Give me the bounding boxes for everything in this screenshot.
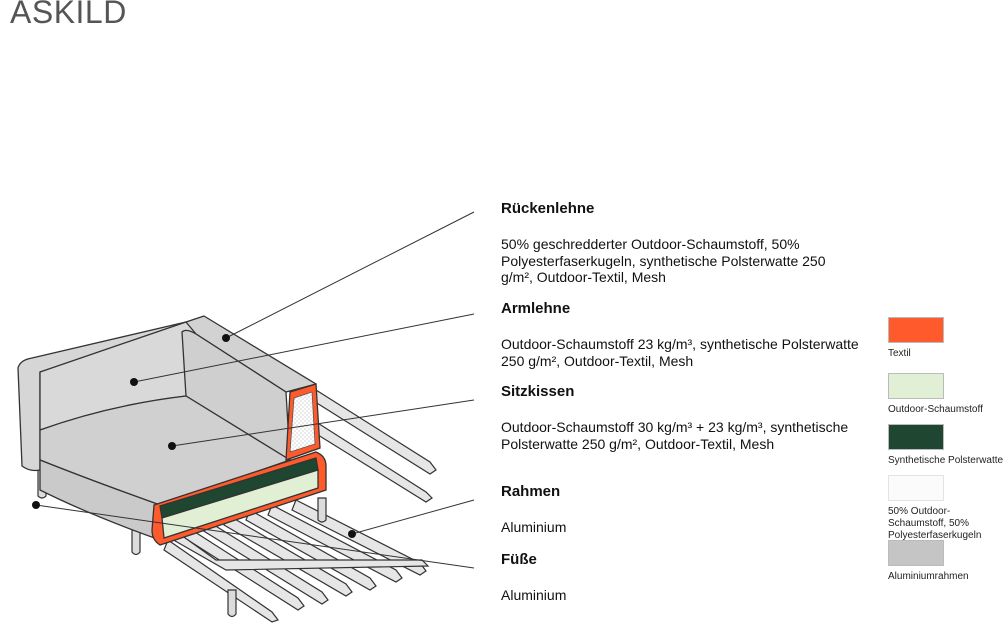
- legend-swatch: [888, 424, 944, 450]
- part-heading: Rahmen: [501, 483, 561, 500]
- legend-label: Textil: [888, 348, 911, 359]
- part-fuesse: Füße Aluminium: [501, 551, 861, 604]
- legend-swatch: [888, 540, 944, 566]
- legend-label: Synthetische Polsterwatte: [888, 455, 1004, 466]
- leader-lines: [35, 211, 475, 569]
- part-description: Outdoor-Schaumstoff 23 kg/m³, synthetisc…: [501, 336, 859, 369]
- legend-swatch: [888, 373, 944, 399]
- sofa-body: [17, 315, 317, 541]
- part-rueckenlehne: Rückenlehne 50% geschredderter Outdoor-S…: [501, 200, 861, 286]
- legend-swatch: [888, 317, 944, 343]
- part-description: Outdoor-Schaumstoff 30 kg/m³ + 23 kg/m³,…: [501, 419, 849, 452]
- part-heading: Sitzkissen: [501, 383, 575, 400]
- leader-dots: [32, 334, 356, 538]
- part-rahmen: Rahmen Aluminium: [501, 483, 861, 536]
- part-description: Aluminium: [501, 587, 567, 603]
- seat-cushion-section: [151, 451, 327, 546]
- part-heading: Rückenlehne: [501, 200, 595, 217]
- part-description: Aluminium: [501, 519, 567, 535]
- frame-slats: [155, 389, 437, 623]
- legend-item-textil: Textil: [888, 317, 1006, 360]
- part-description: 50% geschredderter Outdoor-Schaumstoff, …: [501, 236, 826, 285]
- part-sitzkissen: Sitzkissen Outdoor-Schaumstoff 30 kg/m³ …: [501, 383, 861, 452]
- part-heading: Füße: [501, 551, 537, 568]
- part-heading: Armlehne: [501, 300, 571, 317]
- legend-item-polsterwatte: Synthetische Polsterwatte: [888, 424, 1006, 467]
- legend-label: Outdoor-Schaumstoff: [888, 404, 983, 415]
- page-title: ASKILD: [10, 0, 127, 30]
- legend-label: Aluminiumrahmen: [888, 571, 969, 582]
- legend-item-outdoor-schaumstoff: Outdoor-Schaumstoff: [888, 373, 1006, 416]
- legend-item-aluminiumrahmen: Aluminiumrahmen: [888, 540, 1006, 583]
- part-armlehne: Armlehne Outdoor-Schaumstoff 23 kg/m³, s…: [501, 300, 861, 369]
- legend-label: 50% Outdoor-Schaumstoff, 50% Polyesterfa…: [888, 506, 982, 541]
- legend-swatch: [888, 475, 944, 501]
- legend-item-mix: 50% Outdoor-Schaumstoff, 50% Polyesterfa…: [888, 475, 1006, 542]
- armrest-section: [285, 383, 321, 461]
